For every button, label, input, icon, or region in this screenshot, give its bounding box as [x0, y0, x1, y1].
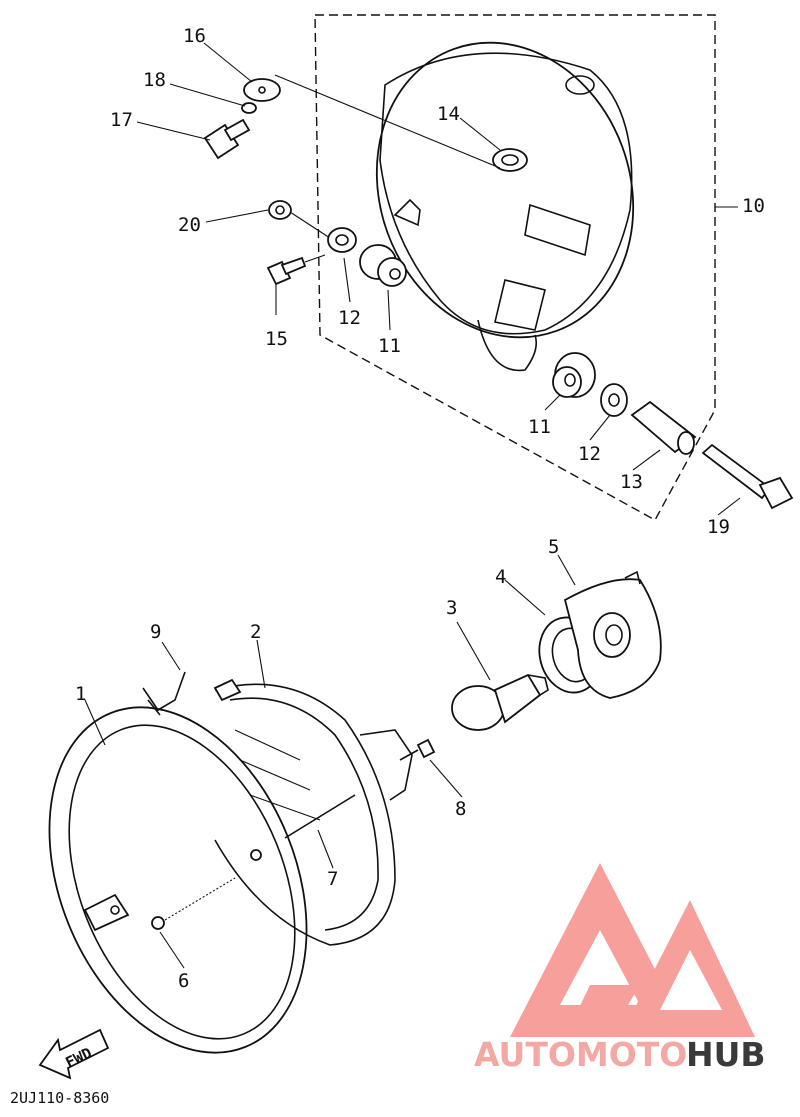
bolt-19	[701, 443, 794, 510]
bolt-17	[203, 118, 251, 160]
headlight-housing	[375, 41, 635, 372]
washer-12-right	[600, 383, 628, 417]
screw-6	[151, 877, 236, 930]
callout-2: 2	[250, 621, 261, 643]
callout-9: 9	[150, 621, 161, 643]
rim-screw-hole	[250, 849, 262, 861]
bulb-3	[451, 673, 549, 731]
screw-15	[266, 256, 307, 286]
callout-15: 15	[265, 328, 288, 350]
leader-lines	[84, 42, 741, 969]
bushing-11-left	[359, 244, 407, 287]
fwd-arrow: FWD	[38, 1028, 110, 1080]
callout-12-right: 12	[578, 443, 601, 465]
adjusting-screw-7	[284, 794, 356, 839]
callout-1: 1	[75, 683, 86, 705]
lens-unit-2	[213, 678, 413, 946]
watermark-text-accent: AUTOMOTO	[474, 1035, 687, 1074]
callout-12-left: 12	[338, 307, 361, 329]
watermark-text-dark: HUB	[686, 1035, 766, 1074]
callout-11-left: 11	[378, 335, 401, 357]
callout-8: 8	[455, 798, 466, 820]
nut-20	[268, 200, 292, 220]
callout-20: 20	[178, 214, 201, 236]
washer-12-left	[327, 227, 357, 253]
callout-19: 19	[707, 516, 730, 538]
collar-13	[630, 400, 697, 455]
washer-16	[243, 78, 281, 102]
callout-14: 14	[437, 103, 460, 125]
nut-8	[399, 738, 436, 761]
callout-7: 7	[327, 868, 338, 890]
callout-4: 4	[495, 566, 506, 588]
callout-6: 6	[178, 970, 189, 992]
callout-3: 3	[446, 597, 457, 619]
callout-5: 5	[548, 536, 559, 558]
assembly-boundary	[314, 14, 716, 521]
leader-16-to-housing	[274, 74, 501, 169]
diagram-code: 2UJ110-8360	[10, 1089, 109, 1107]
bushing-11-right	[552, 352, 596, 398]
rim-1	[48, 706, 308, 1054]
washer-18	[241, 102, 257, 114]
cover-5	[563, 570, 662, 699]
callout-18: 18	[143, 69, 166, 91]
callout-13: 13	[620, 471, 643, 493]
callout-11-right: 11	[528, 416, 551, 438]
spring-9	[142, 671, 186, 716]
watermark-logo	[510, 863, 755, 1037]
callout-16: 16	[183, 25, 206, 47]
callout-10: 10	[742, 195, 765, 217]
callout-17: 17	[110, 109, 133, 131]
